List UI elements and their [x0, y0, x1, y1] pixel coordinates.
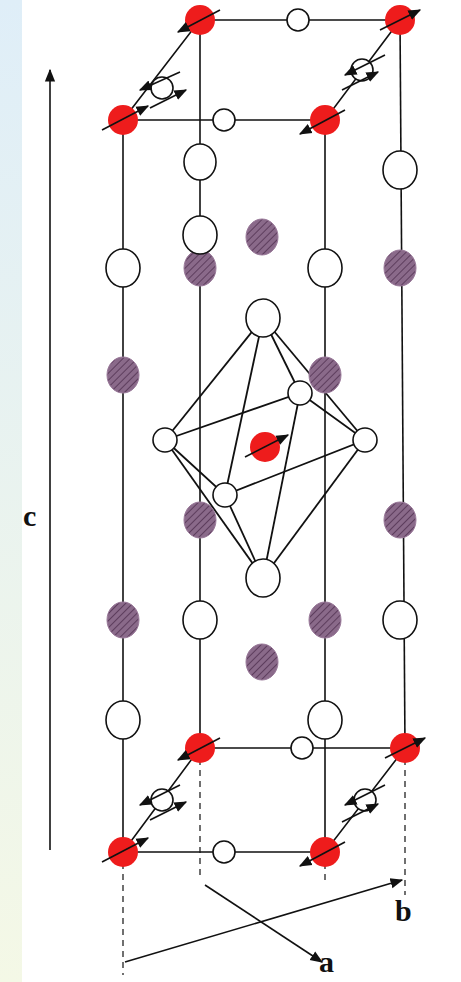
axis-label: a	[316, 946, 337, 978]
axis-label: c	[20, 500, 39, 532]
axis-label: b	[392, 895, 415, 927]
background-strip	[0, 0, 22, 982]
